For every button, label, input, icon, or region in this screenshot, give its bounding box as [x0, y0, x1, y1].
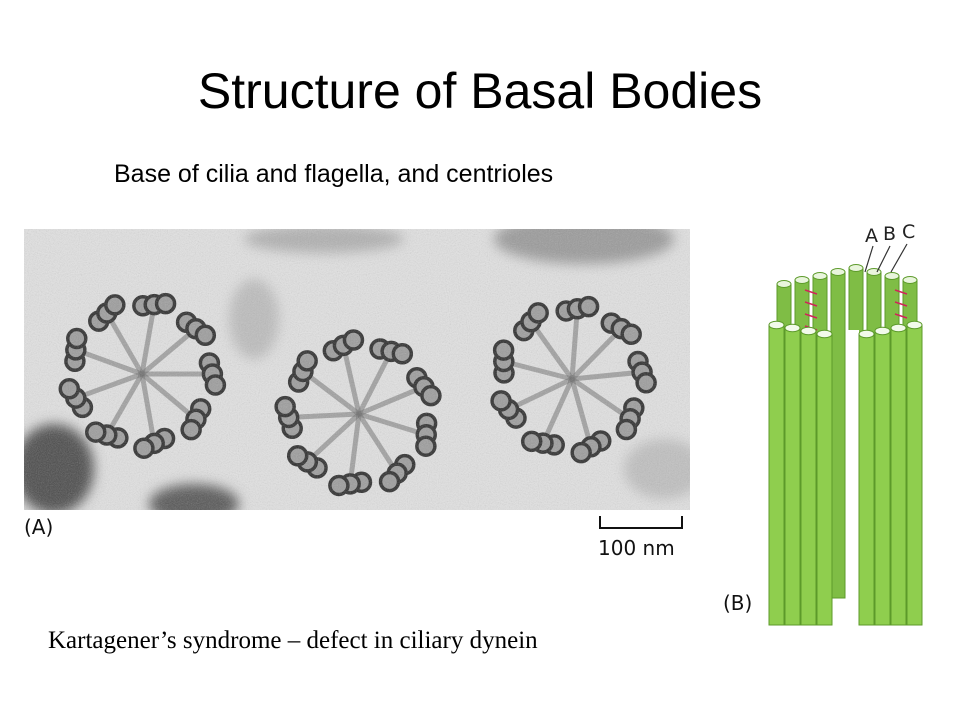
tubule-label-b: B	[883, 223, 896, 245]
micrograph-image	[24, 229, 690, 510]
scale-bar-label: 100 nm	[598, 536, 675, 560]
tubule-label-a: A	[865, 225, 878, 247]
front-tubule	[890, 327, 907, 626]
slide-subtitle: Base of cilia and flagella, and centriol…	[114, 160, 554, 188]
linker	[894, 313, 908, 319]
linker	[804, 313, 818, 319]
tubule-label-c: C	[902, 221, 915, 243]
central-gap	[847, 330, 859, 620]
front-tubule	[816, 333, 833, 626]
linker	[894, 289, 908, 295]
front-tubule	[800, 330, 817, 626]
panel-label-a: (A)	[24, 515, 54, 539]
front-tubule	[858, 333, 875, 626]
electron-micrograph	[24, 229, 690, 510]
linker	[894, 301, 908, 307]
slide-footer: Kartagener’s syndrome – defect in ciliar…	[48, 627, 538, 654]
front-tubule	[768, 324, 785, 626]
front-tubule	[874, 330, 891, 626]
front-tubule	[906, 324, 923, 626]
panel-label-b: (B)	[723, 591, 753, 615]
front-tubule	[784, 327, 801, 626]
linker	[804, 301, 818, 307]
linker	[804, 289, 818, 295]
tubule-pointer-lines	[864, 243, 908, 273]
slide-title: Structure of Basal Bodies	[197, 63, 763, 119]
microtubule-triplets	[768, 264, 923, 626]
back-tubule	[830, 271, 846, 599]
basal-body-diagram: A B C	[768, 221, 923, 626]
scale-bar	[599, 516, 683, 529]
